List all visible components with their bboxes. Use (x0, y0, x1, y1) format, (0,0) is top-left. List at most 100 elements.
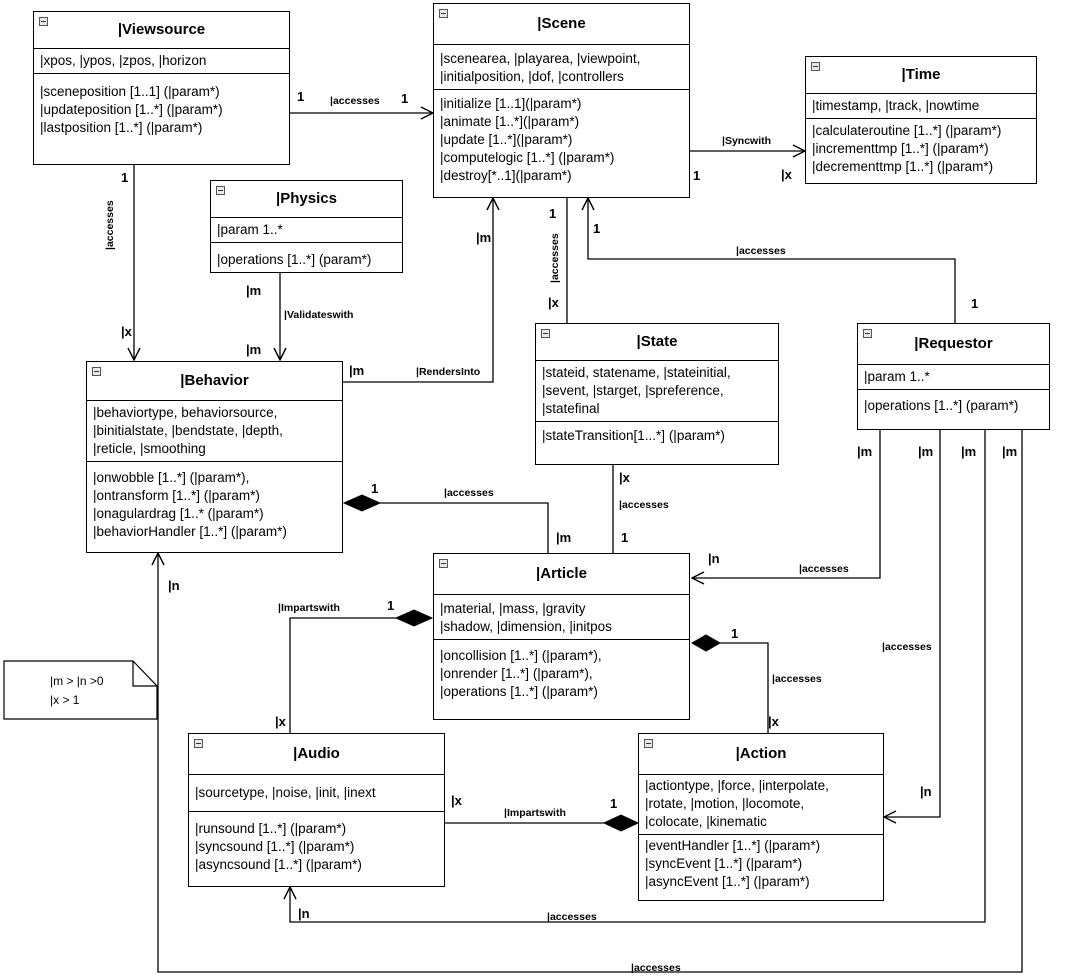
attributes-section: |stateid, statename, |stateinitial, |sev… (536, 361, 778, 421)
class-title: |Action (735, 745, 787, 762)
collapse-icon[interactable] (194, 739, 203, 748)
operation: |ontransform [1..*] (|param*) (93, 488, 260, 503)
operation: |onwobble [1..*] (|param*), (93, 470, 250, 485)
multiplicity: 1 (387, 598, 395, 613)
class-title: |Time (901, 66, 941, 83)
multiplicity: 1 (593, 221, 601, 236)
class-audio[interactable]: |Audio |sourcetype, |noise, |init, |inex… (188, 733, 445, 887)
attributes-section: |scenearea, |playarea, |viewpoint, |init… (434, 45, 689, 89)
collapse-icon[interactable] (39, 17, 48, 26)
multiplicity: 1 (121, 170, 129, 185)
attributes-section: |sourcetype, |noise, |init, |inext (189, 775, 444, 811)
attribute: |behaviortype, behaviorsource, (93, 405, 278, 420)
attributes-section: |xpos, |ypos, |zpos, |horizon (34, 49, 289, 73)
class-article[interactable]: |Article |material, |mass, |gravity |sha… (433, 553, 690, 720)
attribute: |rotate, |motion, |locomote, (645, 796, 805, 811)
attribute: |binitialstate, |bendstate, |depth, (93, 423, 283, 438)
class-title: |Scene (537, 15, 586, 32)
edge-requestor-article (692, 430, 881, 578)
operations-section: |oncollision [1..*] (|param*), |onrender… (434, 639, 689, 704)
edge-requestor-behavior (158, 430, 1023, 973)
constraint-note-line: |x > 1 (50, 693, 80, 707)
class-behavior[interactable]: |Behavior |behaviortype, behaviorsource,… (86, 361, 343, 553)
label-audio-action: |Impartswith (504, 807, 566, 819)
operation: |eventHandler [1..*] (|param*) (645, 838, 821, 853)
multiplicity: |m (857, 444, 873, 459)
operation: |incrementtmp [1..*] (|param*) (812, 141, 989, 156)
attribute: |reticle, |smoothing (93, 441, 206, 456)
collapse-icon[interactable] (863, 329, 872, 338)
label-requestor-article: |accesses (799, 563, 849, 575)
operations-section: |onwobble [1..*] (|param*), |ontransform… (87, 461, 342, 544)
attribute: |stateid, statename, |stateinitial, (542, 365, 731, 380)
operations-section: |calculateroutine [1..*] (|param*) |incr… (806, 118, 1036, 179)
operation: |update [1..*](|param*) (440, 132, 573, 147)
operation: |syncEvent [1..*] (|param*) (645, 856, 803, 871)
constraint-note-line: |m > |n >0 (50, 674, 104, 688)
multiplicity: 1 (621, 530, 629, 545)
composition-diamond-behavior (342, 494, 382, 512)
operation: |operations [1..*] (|param*) (440, 684, 598, 699)
label-viewsource-behavior: |accesses (104, 200, 116, 250)
class-physics[interactable]: |Physics |param 1..* |operations [1..*] … (210, 180, 403, 273)
class-scene[interactable]: |Scene |scenearea, |playarea, |viewpoint… (433, 3, 690, 198)
label-requestor-behavior: |accesses (631, 962, 681, 974)
multiplicity: 1 (371, 481, 379, 496)
attribute: |scenearea, |playarea, |viewpoint, (440, 51, 641, 66)
multiplicity: |x (781, 167, 792, 182)
label-audio-article: |Impartswith (278, 602, 340, 614)
composition-diamond-article-action (690, 634, 722, 652)
multiplicity: |m (476, 230, 492, 245)
attribute: |material, |mass, |gravity (440, 601, 586, 616)
composition-diamond-article-audio (394, 609, 434, 627)
operations-section: |eventHandler [1..*] (|param*) |syncEven… (639, 834, 883, 894)
collapse-icon[interactable] (216, 186, 225, 195)
label-requestor-action: |accesses (882, 641, 932, 653)
class-action[interactable]: |Action |actiontype, |force, |interpolat… (638, 733, 884, 901)
multiplicity: |n (708, 551, 720, 566)
multiplicity: |x (451, 793, 462, 808)
collapse-icon[interactable] (541, 329, 550, 338)
collapse-icon[interactable] (439, 559, 448, 568)
multiplicity: |x (275, 714, 286, 729)
operations-section: |sceneposition [1..1] (|param*) |updatep… (34, 73, 289, 140)
attribute: |initialposition, |dof, |controllers (440, 69, 624, 84)
attribute: |statefinal (542, 401, 600, 416)
operation: |lastposition [1..*] (|param*) (40, 120, 203, 135)
operation: |asyncEvent [1..*] (|param*) (645, 874, 810, 889)
operation: |operations [1..*] (param*) (217, 252, 372, 267)
multiplicity: |m (556, 530, 572, 545)
operation: |behaviorHandler [1..*] (|param*) (93, 524, 287, 539)
operations-section: |initialize [1..1](|param*) |animate [1.… (434, 89, 689, 188)
multiplicity: 1 (401, 91, 409, 106)
attribute: |colocate, |kinematic (645, 814, 767, 829)
label-viewsource-scene: |accesses (330, 95, 380, 107)
class-title: |Requestor (914, 335, 993, 352)
collapse-icon[interactable] (811, 62, 820, 71)
composition-diamond-action-audio (602, 814, 640, 832)
collapse-icon[interactable] (439, 9, 448, 18)
multiplicity: 1 (731, 626, 739, 641)
multiplicity: 1 (971, 296, 979, 311)
multiplicity: |m (246, 342, 262, 357)
class-time[interactable]: |Time |timestamp, |track, |nowtime |calc… (805, 56, 1037, 184)
label-action-article: |accesses (772, 673, 822, 685)
class-title: |Audio (293, 745, 340, 762)
operation: |sceneposition [1..1] (|param*) (40, 84, 220, 99)
collapse-icon[interactable] (92, 367, 101, 376)
constraint-note-shape (3, 660, 158, 720)
operations-section: |stateTransition[1...*] (|param*) (536, 421, 778, 448)
multiplicity: |x (619, 470, 630, 485)
attributes-section: |param 1..* (211, 218, 402, 242)
multiplicity: |m (918, 444, 934, 459)
class-requestor[interactable]: |Requestor |param 1..* |operations [1..*… (857, 323, 1050, 430)
edge-action-article (720, 642, 769, 733)
operation: |stateTransition[1...*] (|param*) (542, 428, 725, 443)
collapse-icon[interactable] (644, 739, 653, 748)
operation: |runsound [1..*] (|param*) (195, 821, 347, 836)
class-state[interactable]: |State |stateid, statename, |stateinitia… (535, 323, 779, 465)
class-viewsource[interactable]: |Viewsource |xpos, |ypos, |zpos, |horizo… (33, 11, 290, 165)
attributes-section: |behaviortype, behaviorsource, |binitial… (87, 401, 342, 461)
multiplicity: |m (961, 444, 977, 459)
